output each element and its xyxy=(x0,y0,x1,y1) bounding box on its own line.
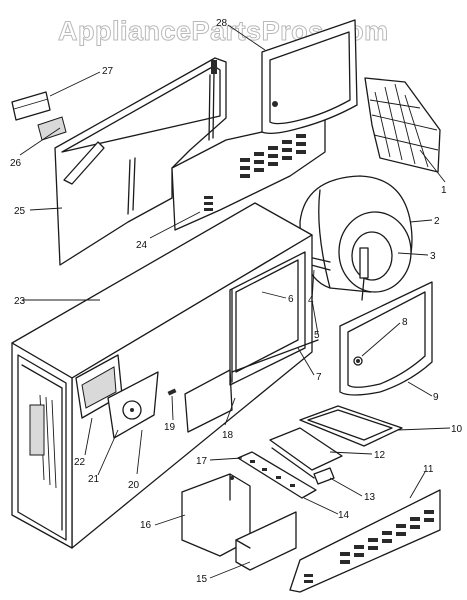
leader-lines xyxy=(19,24,451,579)
callout-16: 16 xyxy=(140,520,152,531)
callout-17: 17 xyxy=(196,456,208,467)
callout-24: 24 xyxy=(136,240,148,251)
callout-1: 1 xyxy=(441,185,447,196)
part-24-back-panel xyxy=(171,117,326,231)
callout-25: 25 xyxy=(14,206,26,217)
callout-5: 5 xyxy=(314,330,320,341)
callout-4: 4 xyxy=(308,295,314,306)
part-11-rear-grille xyxy=(289,489,441,593)
callout-28: 28 xyxy=(216,18,228,29)
callout-15: 15 xyxy=(196,574,208,585)
part-19-switch xyxy=(167,388,177,396)
part-17-mounting-rail xyxy=(237,451,317,499)
callout-3: 3 xyxy=(430,251,436,262)
part-13-bracket-clip xyxy=(313,467,335,485)
part-21-control-panel xyxy=(107,371,159,439)
part-22-control-box xyxy=(75,354,123,419)
rear-grille-louvers xyxy=(304,510,434,583)
callout-2: 2 xyxy=(434,216,440,227)
part-1-air-filter xyxy=(364,77,441,173)
callout-26: 26 xyxy=(10,158,22,169)
callout-23: 23 xyxy=(14,296,26,307)
back-panel-louvers xyxy=(204,134,306,211)
callout-27: 27 xyxy=(102,66,114,77)
callout-numbers: 1 2 3 4 5 6 7 8 9 10 11 12 13 14 15 16 1… xyxy=(10,18,463,585)
callout-7: 7 xyxy=(316,372,322,383)
part-8-door-knob xyxy=(353,356,363,366)
callout-22: 22 xyxy=(74,457,86,468)
part-18-front-opening xyxy=(184,369,233,433)
callout-13: 13 xyxy=(364,492,376,503)
part-9-access-door xyxy=(339,281,433,396)
part-12-support-channel xyxy=(269,427,343,479)
part-3-blower-motor xyxy=(359,247,369,301)
callout-21: 21 xyxy=(88,474,100,485)
part-2-blower-housing xyxy=(299,175,413,293)
callout-20: 20 xyxy=(128,480,140,491)
part-28-grille-panel xyxy=(261,19,358,134)
callout-14: 14 xyxy=(338,510,350,521)
callout-11: 11 xyxy=(423,464,434,475)
part-27-label-plate xyxy=(11,91,51,121)
callout-18: 18 xyxy=(222,430,234,441)
callout-9: 9 xyxy=(433,392,439,403)
part-26-small-panel xyxy=(37,116,67,141)
callout-19: 19 xyxy=(164,422,176,433)
callout-8: 8 xyxy=(402,317,408,328)
part-23-main-cabinet xyxy=(11,202,313,549)
part-10-drain-pan xyxy=(299,405,403,447)
callout-10: 10 xyxy=(451,424,463,435)
part-7-base-rail xyxy=(231,339,319,373)
callout-6: 6 xyxy=(288,294,294,305)
part-25-top-cover xyxy=(54,57,227,266)
callout-12: 12 xyxy=(374,450,386,461)
part-15-base-tray xyxy=(235,511,297,571)
